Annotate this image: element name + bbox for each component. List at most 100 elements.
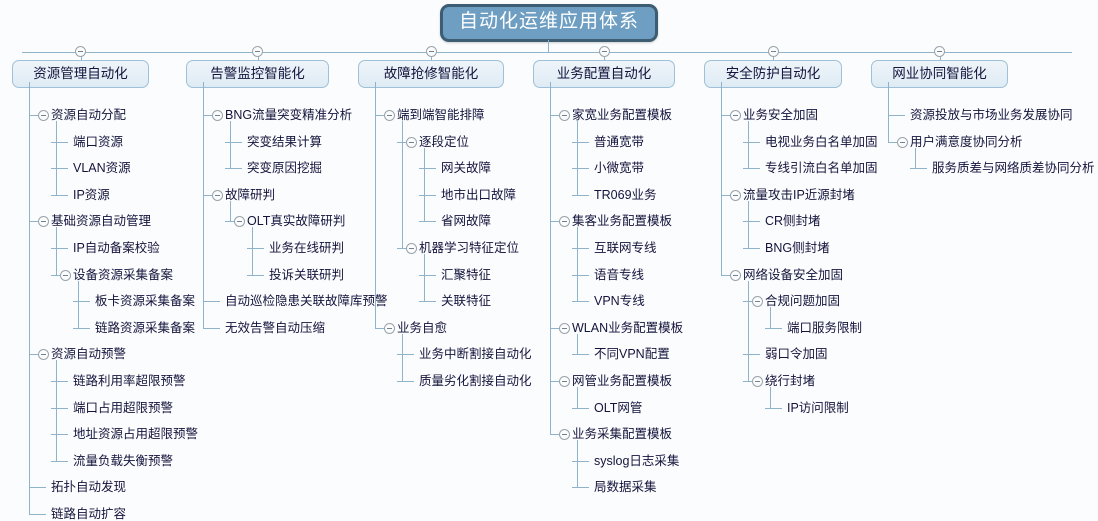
branch-node-label[interactable]: 业务采集配置模板	[572, 427, 673, 442]
leaf-node-label[interactable]: IP资源	[73, 187, 110, 202]
collapse-toggle-icon[interactable]	[598, 46, 610, 57]
branch-node-label[interactable]: WLAN业务配置模板	[572, 320, 684, 335]
collapse-toggle-icon[interactable]	[38, 216, 49, 228]
leaf-node-label[interactable]: 不同VPN配置	[594, 347, 670, 362]
collapse-toggle-icon[interactable]	[934, 46, 945, 57]
collapse-toggle-icon[interactable]	[559, 322, 570, 334]
branch-node-label[interactable]: BNG流量突变精准分析	[225, 108, 353, 122]
collapse-toggle-icon[interactable]	[752, 296, 763, 308]
root-node[interactable]: 自动化运维应用体系	[439, 4, 658, 42]
leaf-node-label[interactable]: 业务中断割接自动化	[419, 347, 532, 362]
leaf-node-label[interactable]: 链路自动扩容	[51, 507, 127, 521]
collapse-toggle-icon[interactable]	[212, 110, 223, 121]
leaf-node-label[interactable]: 端口占用超限预警	[73, 400, 174, 415]
leaf-node-label[interactable]: BNG侧封堵	[765, 241, 830, 255]
leaf-node-label[interactable]: 资源投放与市场业务发展协同	[910, 108, 1073, 122]
leaf-node-label[interactable]: IP自动备案校验	[73, 241, 160, 255]
leaf-node-label[interactable]: OLT网管	[594, 400, 643, 415]
leaf-node-label[interactable]: 链路资源采集备案	[95, 320, 196, 335]
collapse-toggle-icon[interactable]	[234, 216, 245, 228]
leaf-node-label[interactable]: 服务质差与网络质差协同分析	[932, 161, 1095, 176]
branch-node-label[interactable]: 用户满意度协同分析	[910, 134, 1023, 149]
leaf-node-label[interactable]: 端口资源	[73, 134, 124, 149]
collapse-toggle-icon[interactable]	[425, 46, 437, 57]
category-node-4[interactable]: 业务配置自动化	[533, 60, 675, 88]
leaf-node-label[interactable]: 电视业务白名单加固	[765, 134, 878, 149]
category-node-6[interactable]: 网业协同智能化	[871, 60, 1008, 88]
leaf-node-label[interactable]: 业务在线研判	[269, 241, 345, 255]
leaf-node-label[interactable]: 地址资源占用超限预警	[73, 427, 199, 442]
leaf-node-label[interactable]: 弱口令加固	[765, 347, 828, 362]
category-node-1[interactable]: 资源管理自动化	[12, 60, 149, 88]
leaf-node-label[interactable]: syslog日志采集	[594, 453, 680, 468]
branch-node-label[interactable]: OLT真实故障研判	[247, 214, 346, 229]
branch-node-label[interactable]: 资源自动预警	[51, 347, 127, 362]
leaf-node-label[interactable]: 板卡资源采集备案	[95, 294, 196, 309]
collapse-toggle-icon[interactable]	[730, 110, 741, 121]
category-node-3[interactable]: 故障抢修智能化	[358, 60, 504, 88]
branch-node-label[interactable]: 设备资源采集备案	[73, 267, 174, 282]
leaf-node-label[interactable]: 语音专线	[594, 267, 645, 282]
collapse-toggle-icon[interactable]	[406, 243, 417, 254]
branch-node-label[interactable]: 基础资源自动管理	[51, 214, 152, 229]
collapse-toggle-icon[interactable]	[38, 349, 49, 361]
leaf-node-label[interactable]: TR069业务	[594, 187, 657, 202]
branch-node-label[interactable]: 网络设备安全加固	[743, 267, 844, 282]
leaf-node-label[interactable]: 投诉关联研判	[269, 267, 345, 282]
collapse-toggle-icon[interactable]	[384, 322, 395, 334]
collapse-toggle-icon[interactable]	[75, 46, 86, 57]
collapse-toggle-icon[interactable]	[730, 269, 741, 281]
category-node-5[interactable]: 安全防护自动化	[704, 60, 842, 88]
collapse-toggle-icon[interactable]	[384, 110, 395, 121]
leaf-node-label[interactable]: 普通宽带	[594, 134, 645, 149]
collapse-toggle-icon[interactable]	[730, 189, 741, 201]
collapse-toggle-icon[interactable]	[559, 216, 570, 228]
leaf-node-label[interactable]: IP访问限制	[787, 400, 849, 415]
leaf-node-label[interactable]: 地市出口故障	[441, 187, 517, 202]
leaf-node-label[interactable]: VPN专线	[594, 294, 645, 309]
collapse-toggle-icon[interactable]	[897, 136, 908, 148]
leaf-node-label[interactable]: 小微宽带	[594, 161, 645, 176]
collapse-toggle-icon[interactable]	[559, 376, 570, 387]
collapse-toggle-icon[interactable]	[60, 269, 71, 281]
leaf-node-label[interactable]: 专线引流白名单加固	[765, 161, 878, 176]
leaf-node-label[interactable]: 自动巡检隐患关联故障库预警	[225, 294, 388, 309]
leaf-node-label[interactable]: 汇聚特征	[441, 267, 492, 282]
collapse-toggle-icon[interactable]	[767, 46, 779, 57]
branch-node-label[interactable]: 业务自愈	[397, 320, 448, 335]
leaf-node-label[interactable]: 端口服务限制	[787, 320, 863, 335]
collapse-toggle-icon[interactable]	[752, 376, 763, 387]
collapse-toggle-icon[interactable]	[559, 110, 570, 121]
collapse-toggle-icon[interactable]	[252, 46, 263, 57]
branch-node-label[interactable]: 合规问题加固	[765, 294, 841, 309]
leaf-node-label[interactable]: 质量劣化割接自动化	[419, 374, 532, 388]
branch-node-label[interactable]: 网管业务配置模板	[572, 374, 673, 388]
branch-node-label[interactable]: 家宽业务配置模板	[572, 108, 673, 122]
collapse-toggle-icon[interactable]	[406, 136, 417, 148]
branch-node-label[interactable]: 端到端智能排障	[397, 108, 485, 122]
leaf-node-label[interactable]: 链路利用率超限预警	[73, 374, 186, 388]
leaf-node-label[interactable]: 流量负载失衡预警	[73, 453, 174, 468]
leaf-node-label[interactable]: 关联特征	[441, 294, 492, 309]
leaf-node-label[interactable]: 突变原因挖掘	[247, 161, 323, 176]
leaf-node-label[interactable]: 突变结果计算	[247, 134, 323, 149]
branch-node-label[interactable]: 绕行封堵	[765, 374, 816, 388]
branch-node-label[interactable]: 故障研判	[225, 187, 276, 202]
branch-node-label[interactable]: 业务安全加固	[743, 108, 819, 122]
branch-node-label[interactable]: 流量攻击IP近源封堵	[743, 187, 855, 202]
leaf-node-label[interactable]: 局数据采集	[594, 480, 657, 495]
collapse-toggle-icon[interactable]	[559, 429, 570, 441]
category-node-2[interactable]: 告警监控智能化	[186, 60, 329, 88]
leaf-node-label[interactable]: 网关故障	[441, 161, 492, 176]
branch-node-label[interactable]: 资源自动分配	[51, 108, 127, 122]
collapse-toggle-icon[interactable]	[212, 189, 223, 201]
branch-node-label[interactable]: 机器学习特征定位	[419, 241, 520, 255]
leaf-node-label[interactable]: VLAN资源	[73, 161, 131, 176]
branch-node-label[interactable]: 集客业务配置模板	[572, 214, 673, 229]
collapse-toggle-icon[interactable]	[38, 110, 49, 121]
leaf-node-label[interactable]: 互联网专线	[594, 241, 657, 255]
leaf-node-label[interactable]: 省网故障	[441, 214, 492, 229]
leaf-node-label[interactable]: 无效告警自动压缩	[225, 320, 326, 335]
leaf-node-label[interactable]: 拓扑自动发现	[51, 480, 127, 495]
branch-node-label[interactable]: 逐段定位	[419, 134, 470, 149]
